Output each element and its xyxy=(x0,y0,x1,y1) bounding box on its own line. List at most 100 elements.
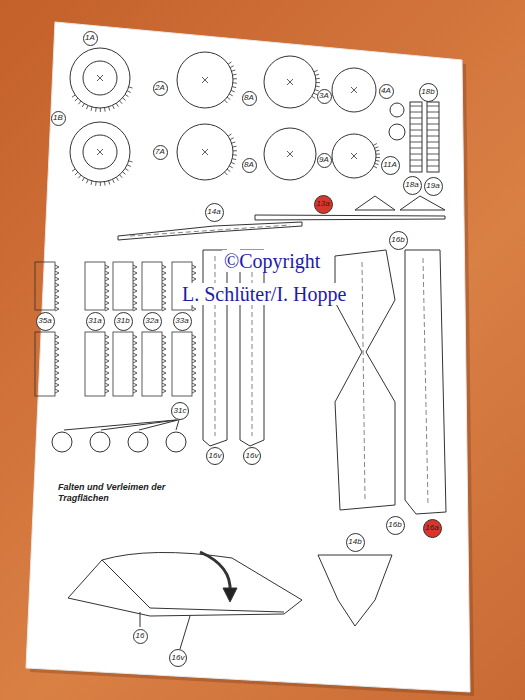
strip-tooth xyxy=(133,295,137,299)
gear-tooth xyxy=(227,97,230,99)
callout-number: 1B xyxy=(53,114,63,122)
strip-tick xyxy=(410,106,422,107)
leader-line xyxy=(140,612,141,627)
strip-tooth xyxy=(55,289,59,293)
callout-circle: 13a xyxy=(314,195,333,214)
gear-tooth xyxy=(129,87,133,88)
gear-tooth xyxy=(100,108,101,112)
gear-tooth xyxy=(129,161,133,162)
fold-dash xyxy=(362,262,365,500)
gear-tooth xyxy=(75,172,78,175)
strip-tick xyxy=(427,136,439,137)
callout-circle: 32a xyxy=(143,312,162,331)
gear-tooth xyxy=(375,163,379,164)
strip-tooth xyxy=(133,353,137,357)
strip-tooth xyxy=(55,365,59,369)
callout-circle: 16a xyxy=(423,519,442,538)
callout-number: 18a xyxy=(405,181,418,189)
gear-tooth xyxy=(123,98,126,101)
strip-tick xyxy=(410,154,422,155)
strip-tick xyxy=(410,166,422,167)
strut-16v xyxy=(203,250,227,446)
gear-tooth xyxy=(116,177,118,180)
gear-tooth xyxy=(82,104,84,107)
strip-tooth xyxy=(55,271,59,275)
strip-tooth xyxy=(55,295,59,299)
gear-tooth xyxy=(72,95,75,97)
callout-circle: 8A xyxy=(242,158,257,173)
strut-16v xyxy=(240,250,264,446)
strip-tooth xyxy=(133,277,137,281)
strip-tooth xyxy=(192,371,196,375)
gear-tooth xyxy=(125,168,128,170)
gear-tooth xyxy=(120,175,123,178)
strip-tooth xyxy=(162,341,166,345)
strip-tooth xyxy=(55,341,59,345)
gear-tooth xyxy=(127,91,131,93)
strip-tooth xyxy=(162,377,166,381)
callout-number: 14a xyxy=(207,208,220,216)
gear-tooth xyxy=(225,172,228,175)
callout-number: 16a xyxy=(425,524,438,532)
strip-tooth xyxy=(162,265,166,269)
callout-number: 16v xyxy=(172,654,185,662)
strut-14a xyxy=(118,222,302,240)
part-14b xyxy=(318,555,392,626)
center-mark xyxy=(287,151,293,157)
gear-tooth xyxy=(230,66,234,68)
gear-tooth xyxy=(373,144,377,146)
gear-tooth xyxy=(86,180,88,184)
callout-circle: 7A xyxy=(153,145,168,160)
callout-circle: 16v xyxy=(169,649,187,667)
wheel-31c xyxy=(128,432,148,452)
strip-tooth xyxy=(162,301,166,305)
callout-circle: 35a xyxy=(36,312,55,331)
gear-tooth xyxy=(228,134,231,136)
strip-tooth xyxy=(55,307,59,311)
gear-tooth xyxy=(314,70,318,72)
callout-circle: 33a xyxy=(173,312,192,331)
strip-tick xyxy=(410,118,422,119)
strip-tooth xyxy=(55,335,59,339)
center-mark xyxy=(202,149,208,155)
toothed-strip xyxy=(113,332,133,396)
ring-part xyxy=(83,61,117,95)
gear-tooth xyxy=(227,169,230,171)
callout-number: 16 xyxy=(136,632,145,640)
callout-circle: 3A xyxy=(317,89,332,104)
gear-tooth xyxy=(230,138,234,140)
strip-tooth xyxy=(133,301,137,305)
callout-circle: 2A xyxy=(153,81,168,96)
strip-tooth xyxy=(162,359,166,363)
fold-dash xyxy=(130,225,290,236)
gear-tooth xyxy=(375,150,379,152)
gear-tooth xyxy=(225,100,228,103)
callout-number: 11A xyxy=(383,161,397,169)
watermark: ©Copyright xyxy=(222,250,322,272)
strip-tooth xyxy=(105,335,109,339)
strip-tooth xyxy=(55,283,59,287)
wing-illustration xyxy=(68,552,302,616)
gear-tooth xyxy=(316,82,320,83)
wheel-part xyxy=(332,68,376,112)
callout-number: 8A xyxy=(244,94,254,102)
callout-circle: 18b xyxy=(419,83,438,102)
gear-tooth xyxy=(116,103,118,106)
strip-tooth xyxy=(105,283,109,287)
toothed-strip xyxy=(142,332,162,396)
gear-tooth xyxy=(232,142,236,143)
strip-tick xyxy=(427,106,439,107)
instruction-note: Falten und Verleimen der Tragflächen xyxy=(58,482,170,505)
strip-tooth xyxy=(162,289,166,293)
strip-tick xyxy=(427,160,439,161)
strip-tick xyxy=(427,154,439,155)
gear-tooth xyxy=(231,90,235,91)
strip-tick xyxy=(427,166,439,167)
strip-tooth xyxy=(133,289,137,293)
gear-tooth xyxy=(233,150,237,151)
gear-tooth xyxy=(86,106,88,110)
callout-circle: 16b xyxy=(389,231,408,250)
fold-arrow xyxy=(200,552,230,592)
small-triangle xyxy=(355,196,395,210)
